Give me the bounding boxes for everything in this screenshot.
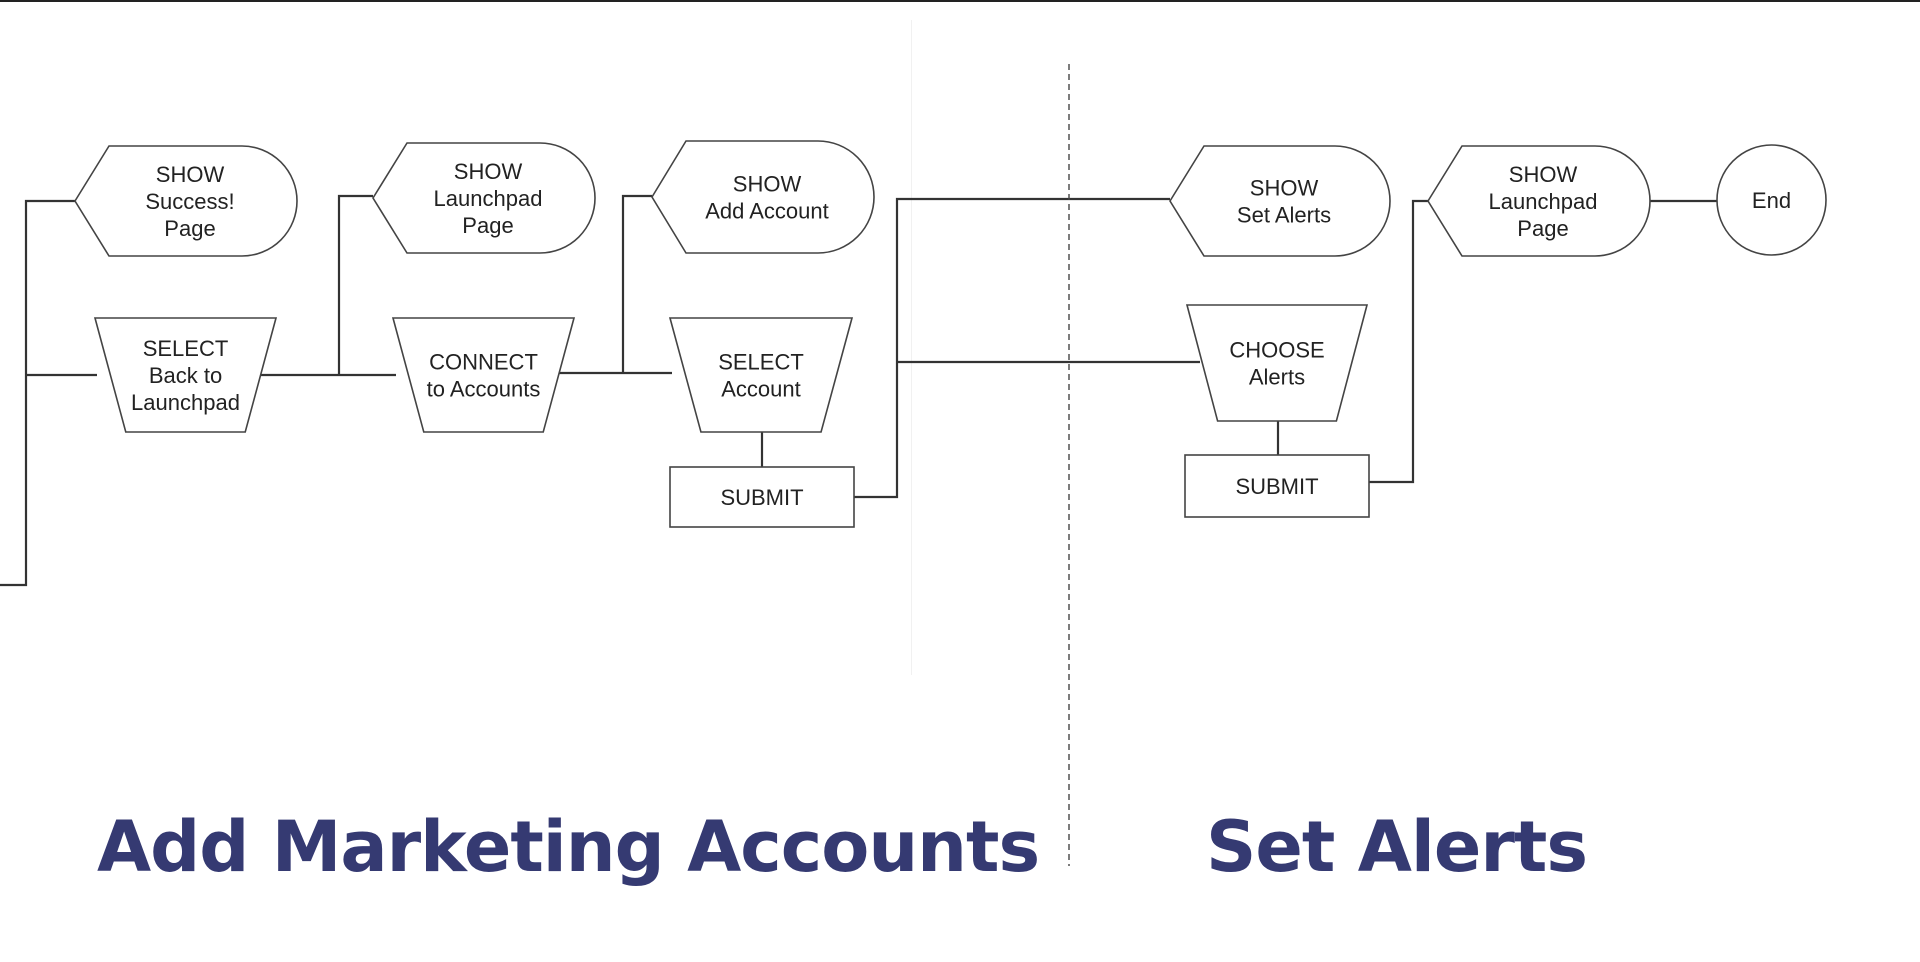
node-label-line: Account (721, 377, 801, 402)
node-shape-display (651, 140, 875, 254)
connector-line (1369, 199, 1428, 484)
node-shape-manual-operation (1185, 304, 1369, 422)
node-label-line: CONNECT (429, 350, 538, 375)
node-shape-display (74, 145, 298, 257)
connector-line (0, 199, 75, 587)
connector-line (621, 194, 652, 373)
node-shape-manual-operation (668, 317, 854, 433)
section-title-set-alerts: Set Alerts (1206, 806, 1588, 888)
node-submit-1: SUBMIT (669, 466, 855, 528)
node-label-line: Page (1517, 216, 1568, 241)
node-shape-display (1427, 145, 1651, 257)
node-label-line: Add Account (705, 199, 829, 224)
node-label-line: SUBMIT (720, 485, 803, 510)
node-label-line: Page (164, 216, 215, 241)
node-submit-2: SUBMIT (1184, 454, 1370, 518)
node-label-line: SHOW (1509, 162, 1578, 187)
connector-line (854, 197, 1170, 499)
section-title-add-marketing-accounts: Add Marketing Accounts (97, 806, 1040, 888)
node-label-line: Launchpad (434, 186, 543, 211)
connector-lines (0, 194, 1717, 587)
node-shape-terminal (1716, 144, 1827, 256)
connector-line (337, 194, 373, 375)
node-label-line: SHOW (454, 159, 523, 184)
faint-guide-line (911, 20, 912, 675)
node-shape-manual-operation (391, 317, 576, 433)
node-label-line: Back to (149, 363, 222, 388)
node-shape-display (1169, 145, 1391, 257)
node-shape-manual-operation (93, 317, 278, 433)
node-label-line: Launchpad (131, 390, 240, 415)
node-end: End (1716, 144, 1827, 256)
node-shape-process (1184, 454, 1370, 518)
node-shape-display (372, 142, 596, 254)
node-label-line: SELECT (143, 336, 229, 361)
node-label-line: CHOOSE (1229, 338, 1324, 363)
node-shape-process (669, 466, 855, 528)
node-label-line: End (1752, 188, 1791, 213)
node-label-line: to Accounts (427, 377, 541, 402)
node-label-line: Launchpad (1489, 189, 1598, 214)
node-label-line: SUBMIT (1235, 474, 1318, 499)
node-label-line: SELECT (718, 350, 804, 375)
node-label-line: Set Alerts (1237, 203, 1331, 228)
node-label-line: Alerts (1249, 365, 1305, 390)
node-label-line: Success! (145, 189, 234, 214)
node-label-line: SHOW (733, 172, 802, 197)
node-label-line: Page (462, 213, 513, 238)
top-border (0, 0, 1920, 2)
node-label-line: SHOW (156, 162, 225, 187)
node-label-line: SHOW (1250, 176, 1319, 201)
